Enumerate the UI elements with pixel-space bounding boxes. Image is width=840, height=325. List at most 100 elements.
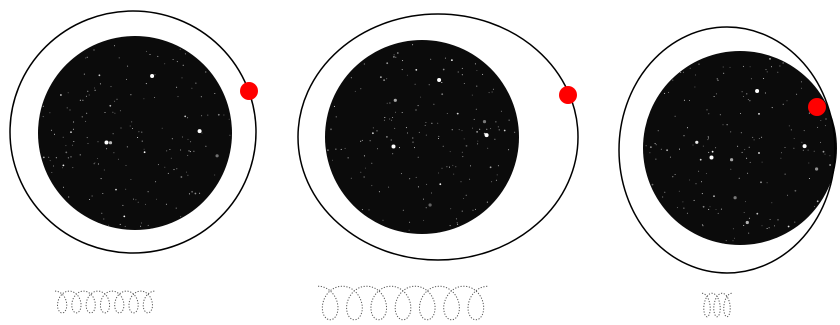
star [793, 148, 794, 149]
star [102, 193, 103, 194]
star [166, 150, 167, 151]
star [675, 116, 676, 117]
star [383, 220, 384, 221]
star [355, 91, 356, 92]
star [155, 74, 156, 75]
star [664, 192, 665, 193]
star [817, 200, 819, 202]
star [706, 173, 707, 174]
star [477, 143, 478, 144]
star [780, 158, 781, 159]
star [687, 213, 688, 214]
star [431, 123, 432, 124]
star [463, 198, 464, 199]
star [666, 149, 668, 151]
orbiting-body-marker [808, 98, 826, 116]
star [166, 204, 167, 205]
star [187, 175, 188, 176]
star [180, 49, 181, 50]
star [743, 225, 744, 226]
star [138, 131, 139, 132]
star [180, 216, 181, 217]
star [82, 100, 83, 101]
star [101, 213, 102, 214]
star [785, 174, 786, 175]
star [223, 115, 224, 116]
star [162, 128, 163, 129]
star [95, 90, 96, 91]
star [679, 191, 680, 192]
star [423, 199, 424, 200]
star [794, 138, 795, 139]
star [425, 122, 426, 123]
star [218, 114, 220, 116]
star [700, 159, 702, 161]
star [441, 82, 442, 83]
star [176, 168, 177, 169]
star [658, 130, 659, 131]
star [458, 72, 459, 73]
star [457, 113, 459, 115]
star [749, 147, 750, 148]
star [672, 80, 673, 81]
star [817, 127, 818, 128]
star [430, 59, 431, 60]
bright-star [803, 144, 807, 148]
star [229, 135, 230, 136]
star [751, 78, 752, 79]
star [156, 199, 157, 200]
star [734, 196, 737, 199]
star [407, 75, 408, 76]
star [804, 130, 805, 131]
star [121, 128, 122, 129]
star [426, 207, 427, 208]
star [445, 58, 446, 59]
star [453, 174, 454, 175]
star [109, 105, 111, 107]
star [750, 66, 751, 67]
star [133, 199, 134, 200]
star [461, 181, 462, 182]
star [54, 134, 55, 135]
star [51, 172, 52, 173]
star [514, 132, 515, 133]
star [494, 139, 495, 140]
star [67, 107, 68, 108]
star [470, 165, 471, 166]
star [449, 167, 450, 168]
star [80, 100, 81, 101]
star-field-disk [38, 36, 232, 230]
star [115, 189, 117, 191]
star [661, 149, 662, 150]
star [796, 94, 797, 95]
star [188, 139, 189, 140]
star [457, 222, 458, 223]
star [801, 81, 802, 82]
star [150, 54, 151, 55]
star [118, 159, 119, 160]
star [386, 62, 388, 64]
star [708, 209, 709, 210]
star [125, 226, 126, 227]
star [769, 58, 771, 60]
star [202, 133, 203, 134]
star [762, 162, 763, 163]
star [726, 240, 727, 241]
star [426, 184, 427, 185]
star [712, 151, 714, 153]
star [373, 127, 374, 128]
star [68, 197, 69, 198]
star [216, 154, 219, 157]
star [443, 69, 445, 71]
star [112, 112, 113, 113]
star [113, 152, 114, 153]
star [392, 117, 393, 118]
star [126, 79, 127, 80]
star [63, 165, 65, 167]
star [452, 165, 453, 166]
star [785, 147, 786, 148]
star [493, 89, 494, 90]
star [689, 100, 690, 101]
star [157, 56, 158, 57]
star [650, 146, 652, 148]
